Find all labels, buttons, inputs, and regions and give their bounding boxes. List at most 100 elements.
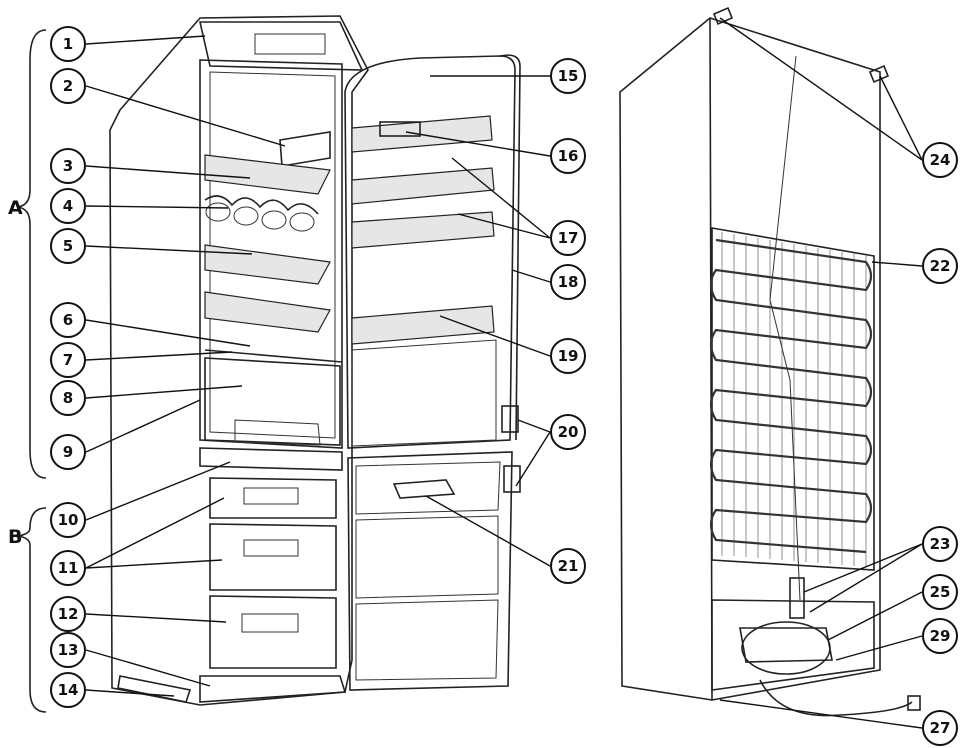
- svg-text:11: 11: [58, 559, 79, 577]
- callout-7: 7: [50, 342, 86, 378]
- condenser-fins: [721, 232, 867, 567]
- freezer-drawer-2: [209, 523, 337, 591]
- fridge-compartment: [199, 59, 343, 449]
- callout-23: 23: [922, 526, 958, 562]
- callout-9: 9: [50, 434, 86, 470]
- spacer-right: [868, 64, 890, 84]
- svg-text:8: 8: [63, 389, 73, 407]
- compressor-compartment: [711, 599, 875, 691]
- control-display: [254, 33, 326, 55]
- svg-text:25: 25: [930, 583, 951, 601]
- door-shelf-2: [351, 211, 495, 249]
- svg-text:3: 3: [63, 157, 73, 175]
- svg-text:4: 4: [63, 197, 73, 215]
- light-unit: [279, 131, 331, 167]
- callout-12: 12: [50, 596, 86, 632]
- callout-14: 14: [50, 672, 86, 708]
- callout-5: 5: [50, 228, 86, 264]
- door-bottle-shelf: [351, 305, 495, 345]
- svg-text:2: 2: [63, 77, 73, 95]
- crisper-drawer: [204, 357, 341, 446]
- callout-29: 29: [922, 618, 958, 654]
- drawer-handle-3: [241, 613, 299, 633]
- freezer-drawer-3: [209, 595, 337, 669]
- capillary-tube: [789, 577, 805, 619]
- leader-lines: [85, 17, 923, 729]
- callout-11: 11: [50, 550, 86, 586]
- svg-text:14: 14: [58, 681, 79, 699]
- svg-text:9: 9: [63, 443, 73, 461]
- power-plug: [907, 695, 921, 711]
- back-view: [619, 6, 921, 717]
- group-a: A: [8, 197, 23, 219]
- fridge-door: [344, 55, 516, 449]
- callout-8: 8: [50, 380, 86, 416]
- callout-15: 15: [550, 58, 586, 94]
- callout-2: 2: [50, 68, 86, 104]
- brace-group-b: [17, 507, 47, 713]
- svg-text:17: 17: [558, 229, 579, 247]
- front-view: [109, 15, 521, 706]
- freezer-door: [347, 451, 513, 691]
- svg-text:16: 16: [558, 147, 579, 165]
- callout-24: 24: [922, 142, 958, 178]
- svg-text:13: 13: [58, 641, 79, 659]
- svg-text:27: 27: [930, 719, 951, 737]
- compressor: [741, 621, 831, 675]
- glass-shelf-lower: [204, 291, 331, 333]
- spacer-left: [712, 6, 734, 26]
- svg-text:18: 18: [558, 273, 579, 291]
- callout-19: 19: [550, 338, 586, 374]
- freezer-drawer-1: [209, 477, 337, 519]
- callout-1: 1: [50, 26, 86, 62]
- drawer-handle-2: [243, 539, 299, 557]
- cabinet-back-outline: [619, 17, 881, 701]
- egg-tray-insert: [379, 121, 421, 137]
- callout-3: 3: [50, 148, 86, 184]
- svg-text:23: 23: [930, 535, 951, 553]
- svg-text:10: 10: [58, 511, 79, 529]
- callout-18: 18: [550, 264, 586, 300]
- evaporation-tray: [739, 627, 833, 663]
- callout-22: 22: [922, 248, 958, 284]
- door-shelf-1: [351, 167, 495, 205]
- callout-17: 17: [550, 220, 586, 256]
- power-cord: [759, 679, 913, 717]
- callout-4: 4: [50, 188, 86, 224]
- svg-text:5: 5: [63, 237, 73, 255]
- svg-text:6: 6: [63, 311, 73, 329]
- callout-6: 6: [50, 302, 86, 338]
- drain-tube: [769, 55, 801, 601]
- cabinet-outline: [109, 15, 369, 706]
- svg-text:12: 12: [58, 605, 79, 623]
- svg-text:29: 29: [930, 627, 951, 645]
- hinge-upper: [501, 405, 519, 433]
- svg-text:19: 19: [558, 347, 579, 365]
- svg-text:15: 15: [558, 67, 579, 85]
- callout-25: 25: [922, 574, 958, 610]
- svg-text:20: 20: [558, 423, 579, 441]
- callout-27: 27: [922, 710, 958, 746]
- callout-16: 16: [550, 138, 586, 174]
- svg-text:7: 7: [63, 351, 73, 369]
- glass-shelf-top: [204, 154, 331, 195]
- adjustable-feet: [117, 675, 192, 703]
- condenser: [711, 227, 875, 571]
- compartment-divider: [199, 447, 343, 471]
- brace-group-a: [17, 29, 47, 479]
- drawer-handle-1: [243, 487, 299, 505]
- callout-21: 21: [550, 548, 586, 584]
- group-b: B: [8, 526, 22, 548]
- svg-text:21: 21: [558, 557, 579, 575]
- svg-text:22: 22: [930, 257, 951, 275]
- glass-shelf-middle: [204, 244, 331, 285]
- callout-13: 13: [50, 632, 86, 668]
- base-grille: [199, 675, 347, 703]
- callout-20: 20: [550, 414, 586, 450]
- svg-text:1: 1: [63, 35, 73, 53]
- callout-10: 10: [50, 502, 86, 538]
- ice-tray: [392, 479, 456, 499]
- svg-text:24: 24: [930, 151, 951, 169]
- bottle-rack: [204, 195, 319, 232]
